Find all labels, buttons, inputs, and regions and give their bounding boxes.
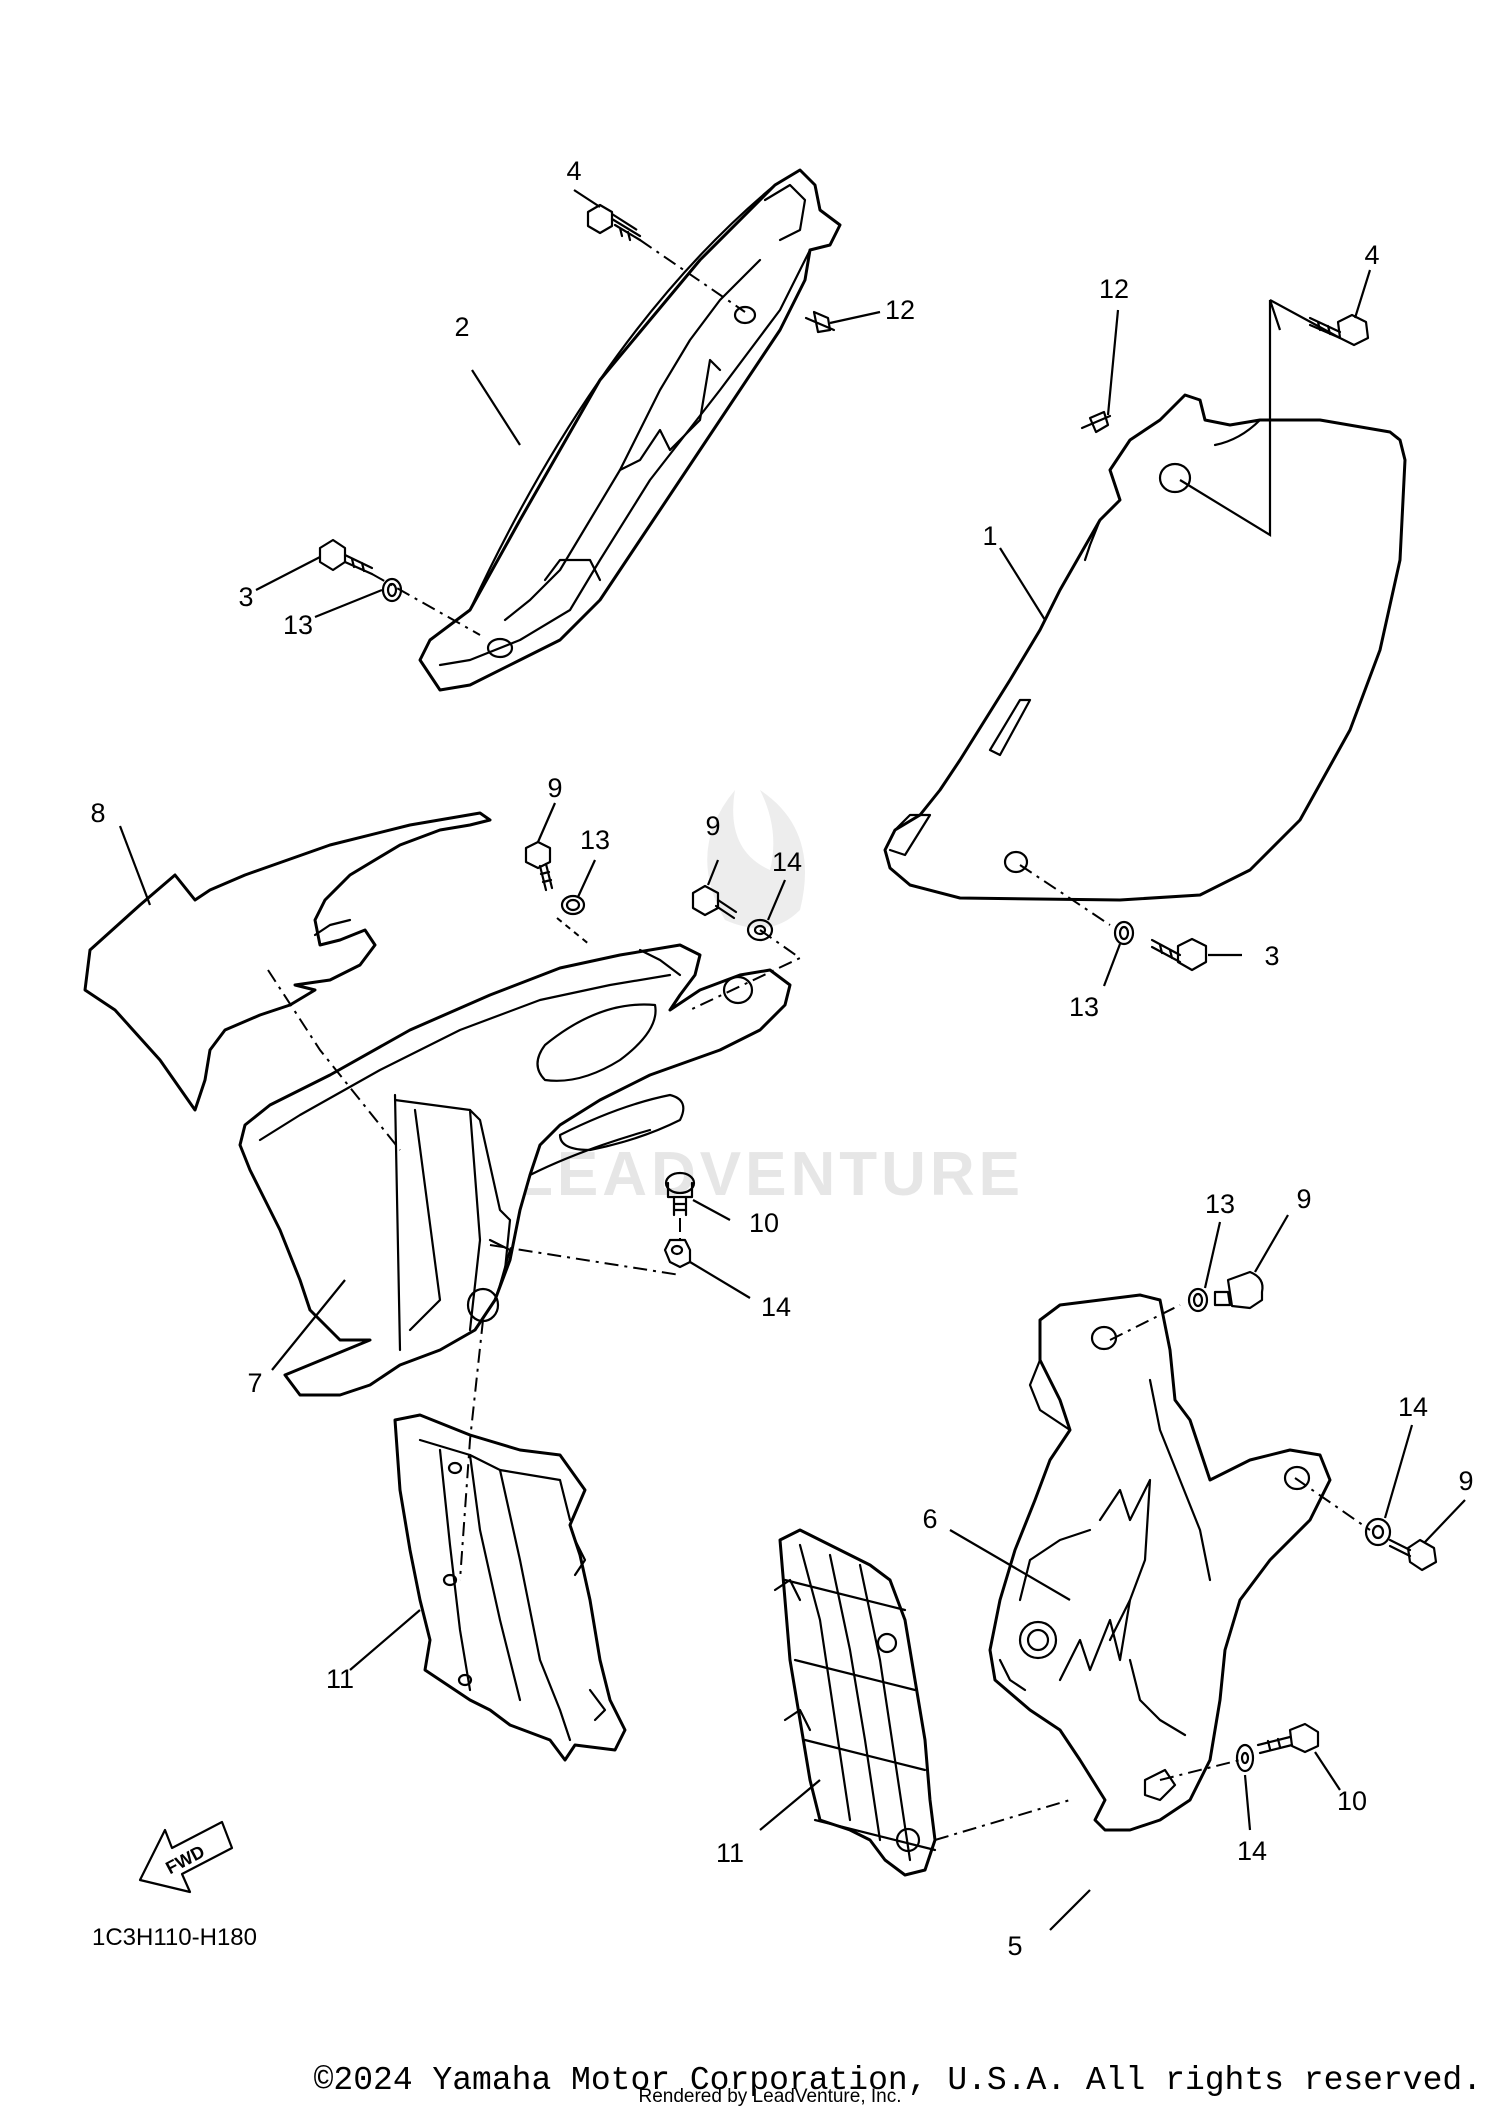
callout-13: 13 [283,610,313,640]
callout-5: 5 [1007,1931,1022,1961]
washer-14-lower-right[interactable] [1235,1743,1255,1773]
callout-13: 13 [1205,1189,1235,1219]
callout-11: 11 [326,1664,354,1694]
callout-14: 14 [1398,1392,1428,1422]
callout-4: 4 [1364,240,1379,270]
callout-9: 9 [547,773,562,803]
leader-lines [118,189,1466,1931]
callout-13: 13 [580,825,610,855]
bolt-9-right-upper[interactable] [1213,1270,1264,1310]
collar-13-shroud-right[interactable] [1187,1287,1209,1313]
diagram-code: 1C3H110-H180 [92,1924,257,1951]
bolt-10-right[interactable] [1256,1722,1320,1755]
part-11-radiator-louver-right[interactable] [773,1528,937,1877]
callout-10: 10 [1337,1786,1367,1816]
washer-14-right[interactable] [1364,1517,1392,1547]
washer-14-upper-left[interactable] [746,918,774,942]
bolt-4-right[interactable] [1308,313,1370,347]
watermark: LEADVENTURE [515,790,1024,1209]
washer-14-left[interactable] [663,1238,692,1269]
callout-2: 2 [454,312,469,342]
bolt-4-top-left[interactable] [586,203,642,242]
rendered-by-credit: Rendered by LeadVenture, Inc. [638,2086,902,2107]
callout-4: 4 [566,156,581,186]
callout-11: 11 [716,1838,744,1868]
callout-9: 9 [1458,1466,1473,1496]
bolt-9-upper-mid[interactable] [691,884,738,920]
assembly-lines [267,239,1371,1841]
callout-12: 12 [885,295,915,325]
fwd-arrow-icon: FWD [138,1820,234,1894]
part-5-radiator-shroud-right[interactable] [988,1293,1332,1832]
collar-13-shroud-left[interactable] [560,894,586,916]
callout-9: 9 [1296,1184,1311,1214]
callout-10: 10 [749,1208,779,1238]
bolt-10-left[interactable] [664,1171,696,1217]
callout-labels: 4 2 3 13 12 12 4 1 3 13 8 9 13 9 14 10 1… [90,156,1473,1961]
nut-12-left[interactable] [804,310,836,334]
callout-12: 12 [1099,274,1129,304]
callout-7: 7 [247,1368,262,1398]
callout-8: 8 [90,798,105,828]
collar-13-right[interactable] [1113,920,1135,946]
bolt-9-upper-left[interactable] [524,840,554,892]
callout-3: 3 [238,582,253,612]
callout-3: 3 [1264,941,1279,971]
bolt-3-left[interactable] [318,538,374,576]
watermark-text: LEADVENTURE [515,1140,1024,1209]
part-2-side-cover-left[interactable] [418,168,842,692]
callout-1: 1 [982,521,997,551]
bolt-3-right[interactable] [1150,937,1208,972]
bolt-9-right-lower[interactable] [1388,1538,1438,1572]
callout-14: 14 [761,1292,791,1322]
callout-14: 14 [1237,1836,1267,1866]
callout-13: 13 [1069,992,1099,1022]
part-11-radiator-louver-left[interactable] [393,1413,627,1762]
part-7-radiator-shroud-left[interactable] [238,943,792,1397]
copyright-notice: ©2024 Yamaha Motor Corporation, U.S.A. A… [313,2062,1482,2099]
callout-9: 9 [705,811,720,841]
callout-6: 6 [922,1504,937,1534]
callout-14: 14 [772,847,802,877]
part-1-side-cover-right[interactable] [883,393,1407,902]
nut-12-right[interactable] [1080,410,1112,434]
part-8-graphic-decal[interactable] [83,811,492,1112]
